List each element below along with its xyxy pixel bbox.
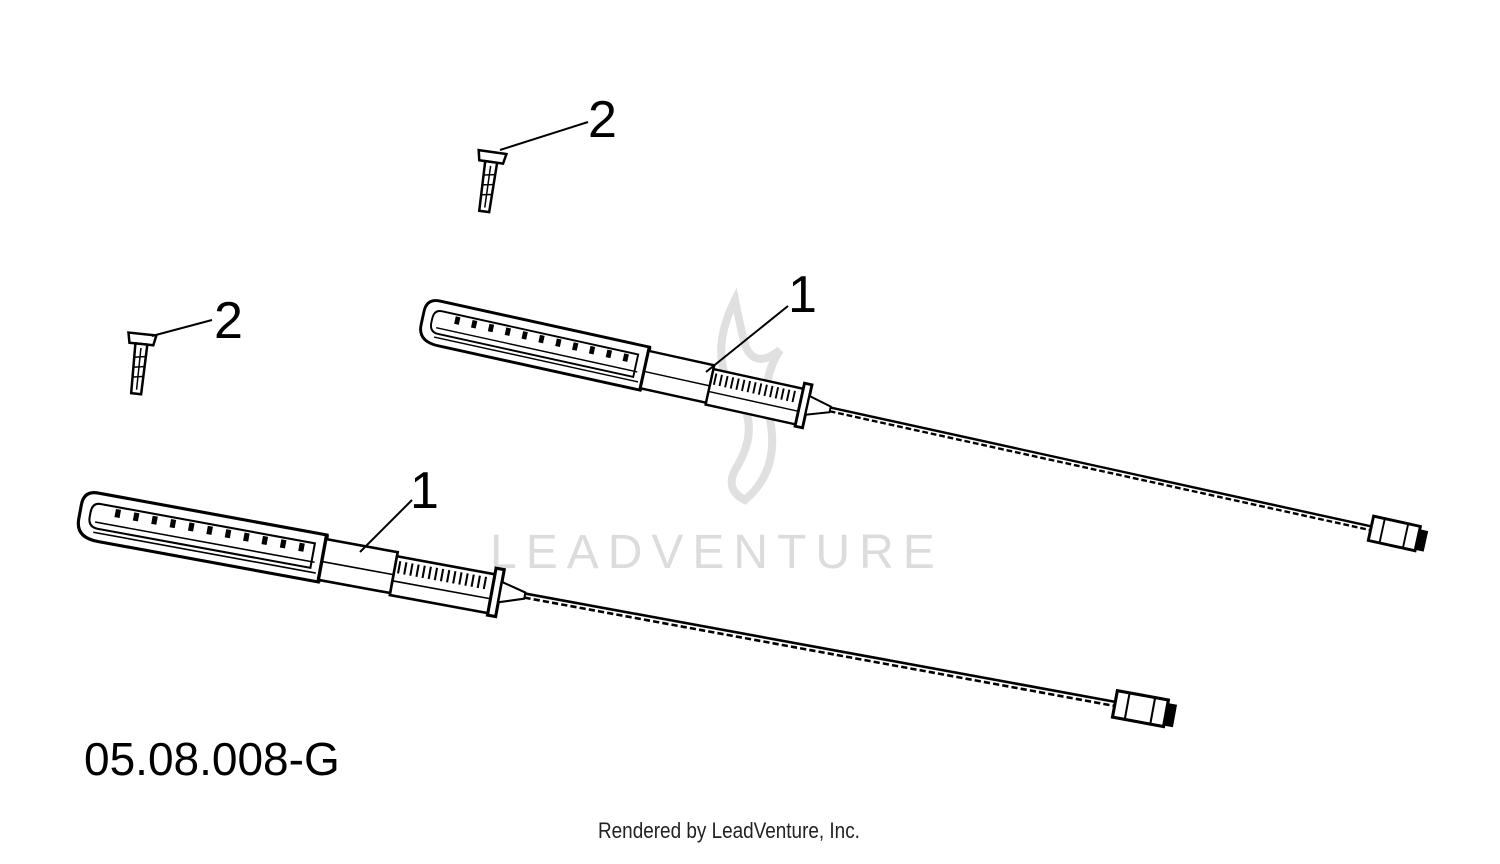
upper-handle-assembly — [417, 298, 1430, 563]
lower-screw — [120, 331, 158, 397]
leader-line-lower-handle — [359, 499, 413, 553]
callout-lower-screw: 2 — [214, 292, 243, 350]
leadventure-watermark: LEADVENTURE — [490, 287, 944, 579]
callout-upper-screw: 2 — [588, 91, 617, 149]
render-credit: Rendered by LeadVenture, Inc. — [598, 818, 860, 843]
leader-line-lower-screw — [151, 319, 213, 337]
watermark-text: LEADVENTURE — [490, 526, 944, 579]
figure-id: 05.08.008-G — [84, 733, 340, 785]
leader-line-upper-screw — [499, 121, 589, 151]
callout-lower-handle: 1 — [410, 462, 439, 520]
callout-upper-handle: 1 — [788, 266, 817, 324]
upper-screw — [469, 148, 508, 215]
leader-line-upper-handle — [705, 305, 789, 373]
